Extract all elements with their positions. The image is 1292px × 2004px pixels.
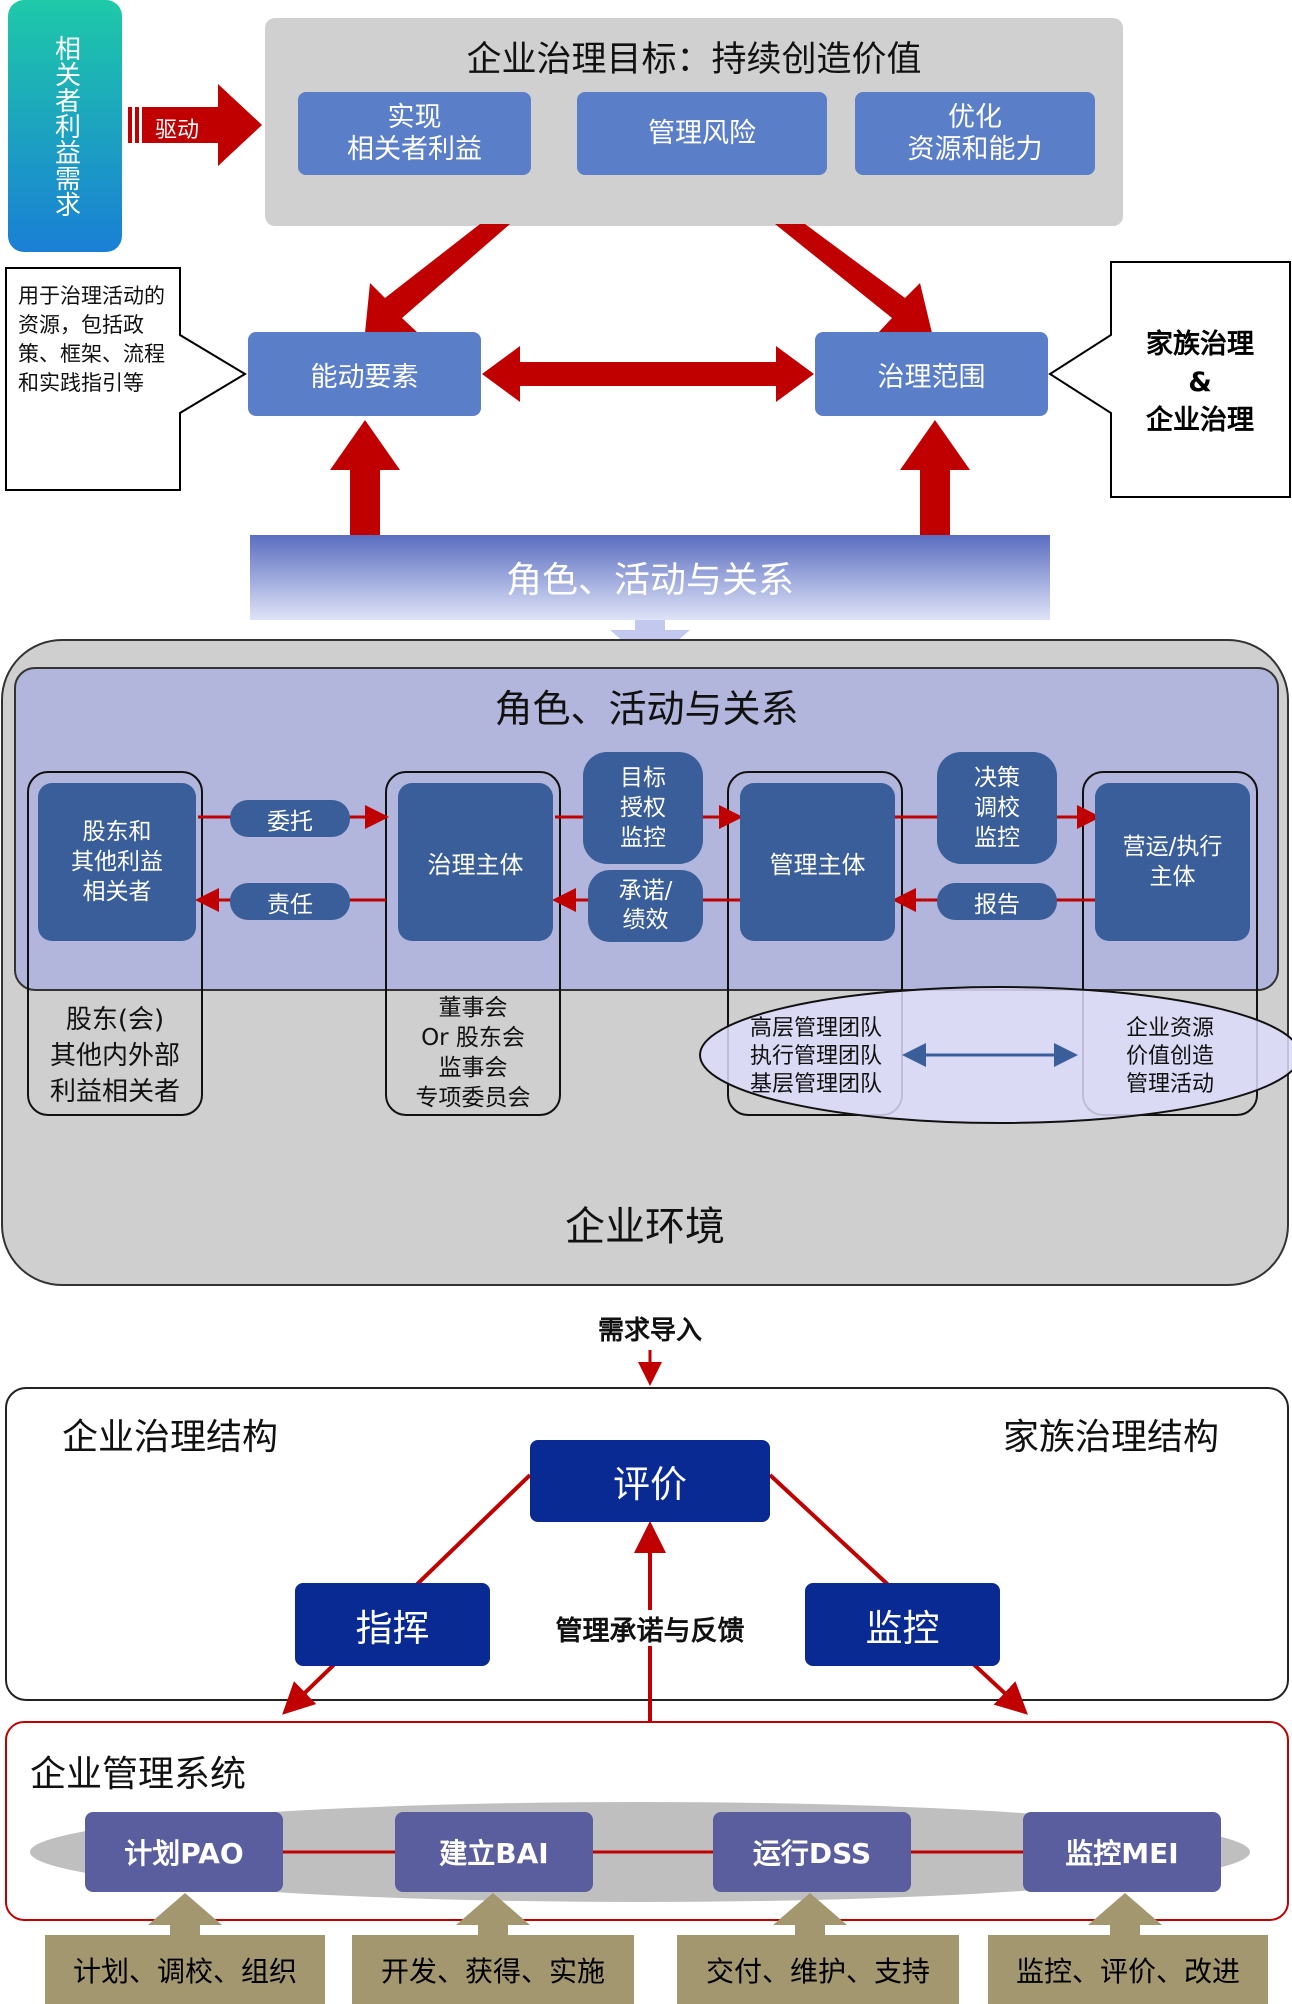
scope-note-outline xyxy=(1048,261,1291,498)
governing-column xyxy=(385,771,561,1116)
scope-note-enterprise: 企业治理 xyxy=(1146,405,1254,436)
evaluate-box: 评价 xyxy=(530,1440,770,1522)
shareholders-column xyxy=(27,771,203,1116)
delegate-pill: 委托 xyxy=(230,800,350,837)
commitment-pill: 承诺/ 绩效 xyxy=(588,870,703,942)
input-build: 开发、获得、实施 xyxy=(352,1935,634,2004)
scope-note-and: & xyxy=(1188,367,1212,398)
governing-body-box: 治理主体 xyxy=(398,783,553,941)
input-monitor: 监控、评价、改进 xyxy=(988,1935,1268,2004)
management-body-box: 管理主体 xyxy=(740,783,895,941)
demand-label: 需求导入 xyxy=(597,1315,702,1346)
goal-optimize-resources: 优化 资源和能力 xyxy=(855,92,1095,175)
roles-bar xyxy=(250,535,1050,620)
goal-manage-risk: 管理风险 xyxy=(577,92,827,175)
family-structure-label: 家族治理结构 xyxy=(1003,1417,1220,1458)
report-pill: 报告 xyxy=(937,883,1057,920)
monitor-box: 监控 xyxy=(805,1583,1000,1666)
management-teams: 高层管理团队 执行管理团队 基层管理团队 xyxy=(749,1016,882,1097)
enablers-box: 能动要素 xyxy=(248,332,481,416)
value-activities: 企业资源 价值创造 管理活动 xyxy=(1125,1016,1214,1097)
direction-pill: 目标 授权 监控 xyxy=(583,752,703,864)
roles-bar-label: 角色、活动与关系 xyxy=(505,560,794,601)
instruct-pill: 决策 调校 监控 xyxy=(937,752,1057,864)
scope-box: 治理范围 xyxy=(815,332,1048,416)
stakeholder-block xyxy=(8,0,122,252)
shareholders-detail: 股东(会) 其他内外部 利益相关者 xyxy=(49,1005,180,1107)
operations-box: 营运/执行 主体 xyxy=(1095,783,1250,941)
goal-title: 企业治理目标：持续创造价值 xyxy=(466,39,922,80)
input-run: 交付、维护、支持 xyxy=(677,1935,959,2004)
goal-to-scope-arrow xyxy=(775,224,932,333)
feedback-label: 管理承诺与反馈 xyxy=(500,1610,800,1647)
goal-stakeholder-benefits: 实现 相关者利益 xyxy=(298,92,531,175)
scope-note-family: 家族治理 xyxy=(1146,329,1254,360)
process-plan: 计划PAO xyxy=(85,1812,283,1892)
scope-note: 家族治理 & 企业治理 xyxy=(1115,318,1285,448)
environment-label: 企业环境 xyxy=(565,1204,725,1250)
operations-column xyxy=(1082,771,1258,1116)
board-detail: 董事会 Or 股东会 监事会 专项委员会 xyxy=(415,995,531,1111)
enablers-note: 用于治理活动的资源，包括政策、框架、流程和实践指引等 xyxy=(18,284,165,395)
process-run: 运行DSS xyxy=(713,1812,911,1892)
management-system-label: 企业管理系统 xyxy=(30,1754,247,1795)
direct-box: 指挥 xyxy=(295,1583,490,1666)
stakeholder-label: 相关者利益需求 xyxy=(50,34,81,217)
drive-label: 驱动 xyxy=(155,118,200,143)
input-plan: 计划、调校、组织 xyxy=(45,1935,325,2004)
enablers-note-outline xyxy=(5,267,247,491)
goal-to-enablers-arrow xyxy=(365,224,510,333)
process-monitor: 监控MEI xyxy=(1023,1812,1221,1892)
shareholders-box: 股东和 其他利益 相关者 xyxy=(38,783,196,941)
bar-to-scope-arrow xyxy=(900,420,970,535)
drive-arrow xyxy=(128,84,262,166)
process-build: 建立BAI xyxy=(395,1812,593,1892)
enablers-scope-arrow xyxy=(482,346,814,402)
corp-structure-label: 企业治理结构 xyxy=(62,1417,279,1458)
roles-title: 角色、活动与关系 xyxy=(494,686,799,731)
input-arrows xyxy=(148,1893,222,1945)
accountable-pill: 责任 xyxy=(230,883,350,920)
bar-to-enablers-arrow xyxy=(330,420,400,535)
management-column xyxy=(727,771,903,1116)
